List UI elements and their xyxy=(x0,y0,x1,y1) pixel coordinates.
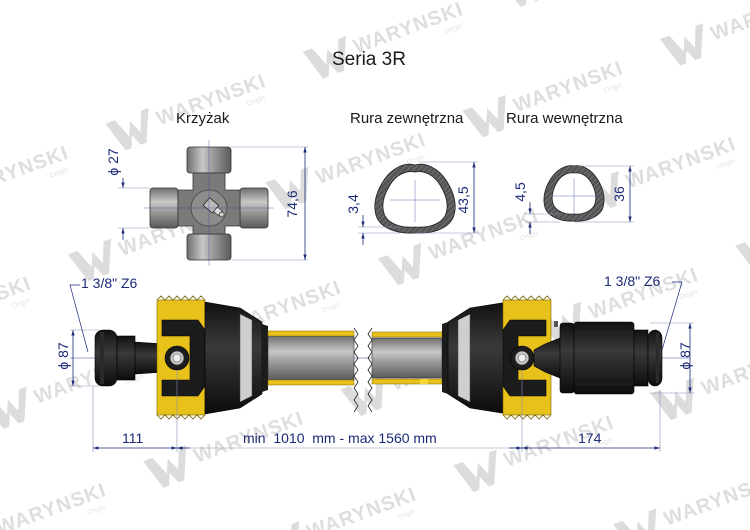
length-range-dim: min 1010 mm - max 1560 mm xyxy=(243,430,437,446)
inner-tube-wall-dim: 4,5 xyxy=(512,182,528,202)
right-length-dim: 174 xyxy=(578,430,602,446)
outer-tube-height-dim: 43,5 xyxy=(455,186,471,214)
inner-tube-height-dim: 36 xyxy=(611,186,627,202)
outer-tube-label: Rura zewnętrzna xyxy=(350,110,464,127)
inner-tube-label: Rura wewnętrzna xyxy=(506,110,623,127)
right-diameter-dim: ϕ 87 xyxy=(677,342,693,370)
left-spline-label: 1 3/8" Z6 xyxy=(81,275,138,291)
cross-drawing xyxy=(118,140,308,266)
shaft-drawing xyxy=(69,281,694,452)
page-title: Seria 3R xyxy=(332,49,406,70)
left-diameter-dim: ϕ 87 xyxy=(55,342,71,370)
cross-diameter-dim: ϕ 27 xyxy=(105,148,121,176)
outer-tube-wall-dim: 3,4 xyxy=(345,194,361,214)
right-spline-label: 1 3/8" Z6 xyxy=(604,273,661,289)
cross-length-dim: 74,6 xyxy=(284,190,300,218)
left-length-dim: 111 xyxy=(122,430,144,446)
cross-label: Krzyżak xyxy=(176,110,230,127)
